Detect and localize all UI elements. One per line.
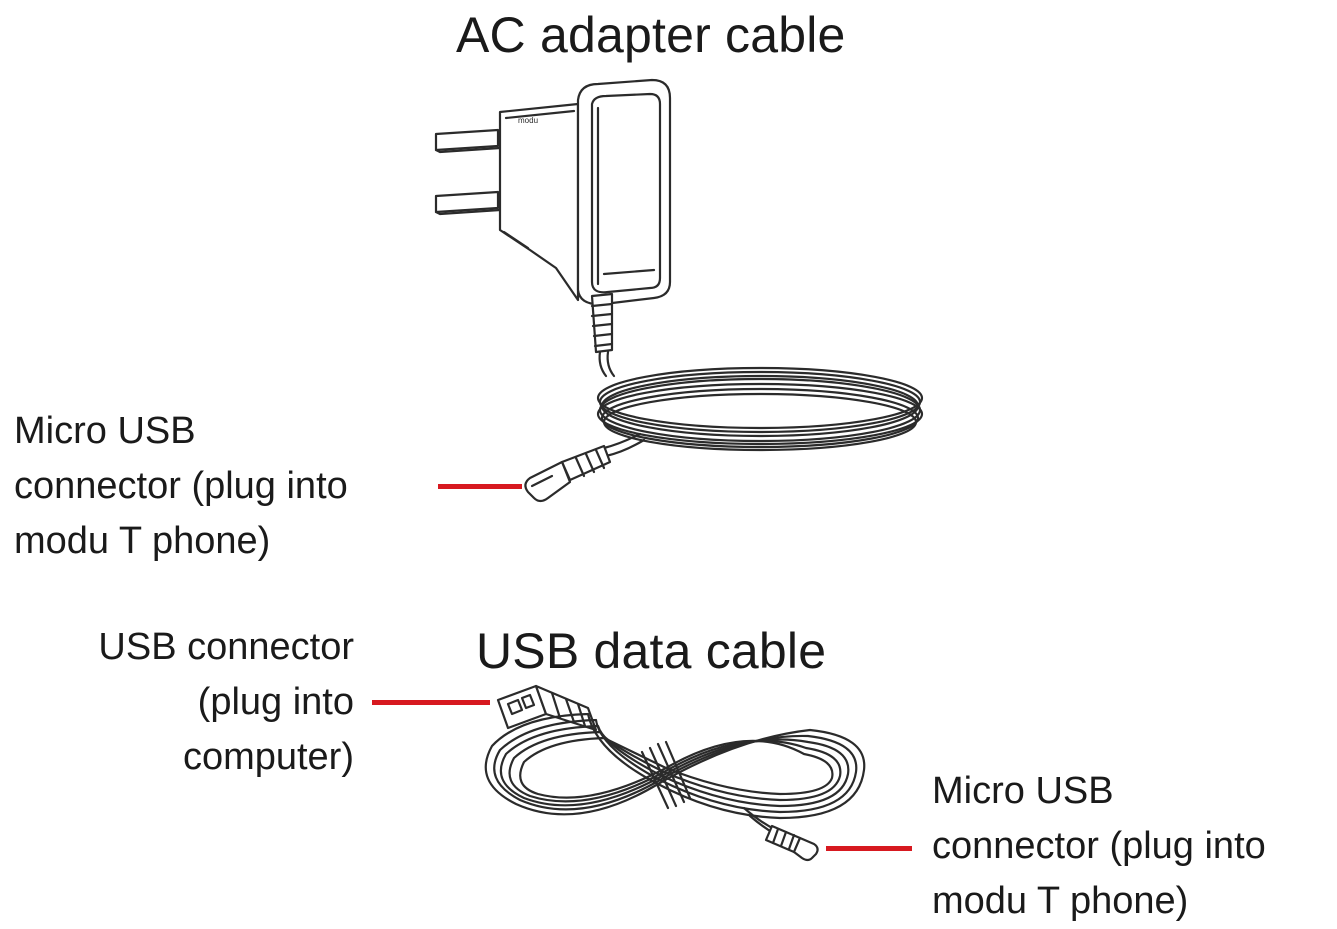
usb-cable-bundle bbox=[486, 714, 865, 818]
adapter-plug-face bbox=[500, 104, 578, 300]
ac-micro-usb-label-line-3: modu T phone) bbox=[14, 520, 271, 562]
usb-connector-label: USB connector (plug into computer) bbox=[40, 620, 354, 785]
adapter-prong-top bbox=[436, 130, 498, 150]
usb-connector-leader-line bbox=[372, 700, 490, 705]
usb-connector-label-line-2: (plug into bbox=[197, 681, 354, 723]
adapter-strain-relief bbox=[592, 294, 612, 352]
usb-data-cable-title: USB data cable bbox=[476, 623, 827, 679]
usb-micro-usb-leader-line bbox=[826, 846, 912, 851]
usb-micro-usb-label-line-1: Micro USB bbox=[932, 770, 1114, 812]
ac-micro-usb-label: Micro USB connector (plug into modu T ph… bbox=[14, 404, 348, 569]
usb-connector-label-line-1: USB connector bbox=[98, 626, 354, 668]
ac-micro-usb-label-line-1: Micro USB bbox=[14, 410, 196, 452]
adapter-prong-bottom bbox=[436, 192, 498, 212]
usb-data-cable-illustration bbox=[486, 686, 865, 860]
usb-micro-usb-head bbox=[794, 838, 818, 860]
adapter-body bbox=[578, 80, 670, 304]
usb-micro-usb-label-line-2: connector (plug into bbox=[932, 825, 1266, 867]
usb-micro-usb-label-line-3: modu T phone) bbox=[932, 880, 1189, 922]
usb-connector-label-line-3: computer) bbox=[182, 736, 354, 778]
adapter-cable-coil bbox=[598, 368, 922, 450]
ac-micro-usb-leader-line bbox=[438, 484, 522, 489]
adapter-micro-usb-head bbox=[525, 462, 570, 501]
ac-adapter-illustration: modu bbox=[436, 80, 922, 501]
ac-micro-usb-label-line-2: connector (plug into bbox=[14, 465, 348, 507]
adapter-brand-mark: modu bbox=[518, 116, 538, 125]
ac-adapter-title: AC adapter cable bbox=[456, 7, 846, 63]
usb-micro-usb-label: Micro USB connector (plug into modu T ph… bbox=[932, 764, 1266, 929]
